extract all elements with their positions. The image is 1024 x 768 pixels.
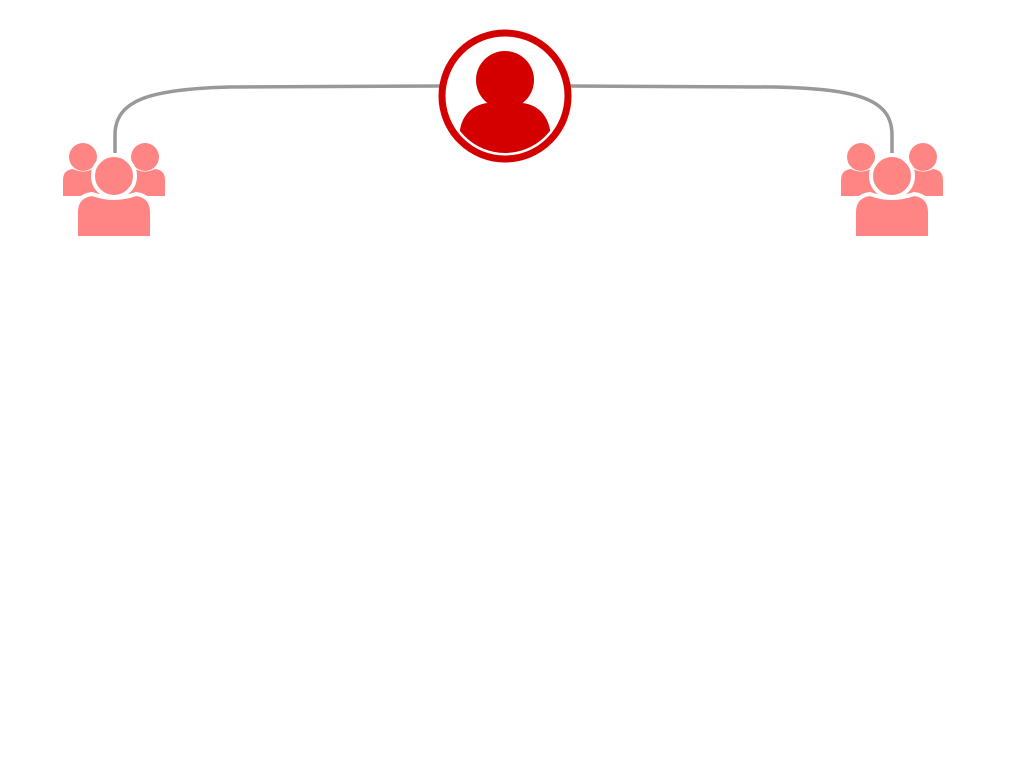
connector-root-to-right-group (568, 84, 894, 155)
connectors (113, 84, 894, 155)
connector-root-to-left-group (113, 84, 442, 155)
group-icon (63, 143, 165, 240)
person-circle-icon (438, 29, 572, 163)
group-icon (841, 143, 943, 240)
